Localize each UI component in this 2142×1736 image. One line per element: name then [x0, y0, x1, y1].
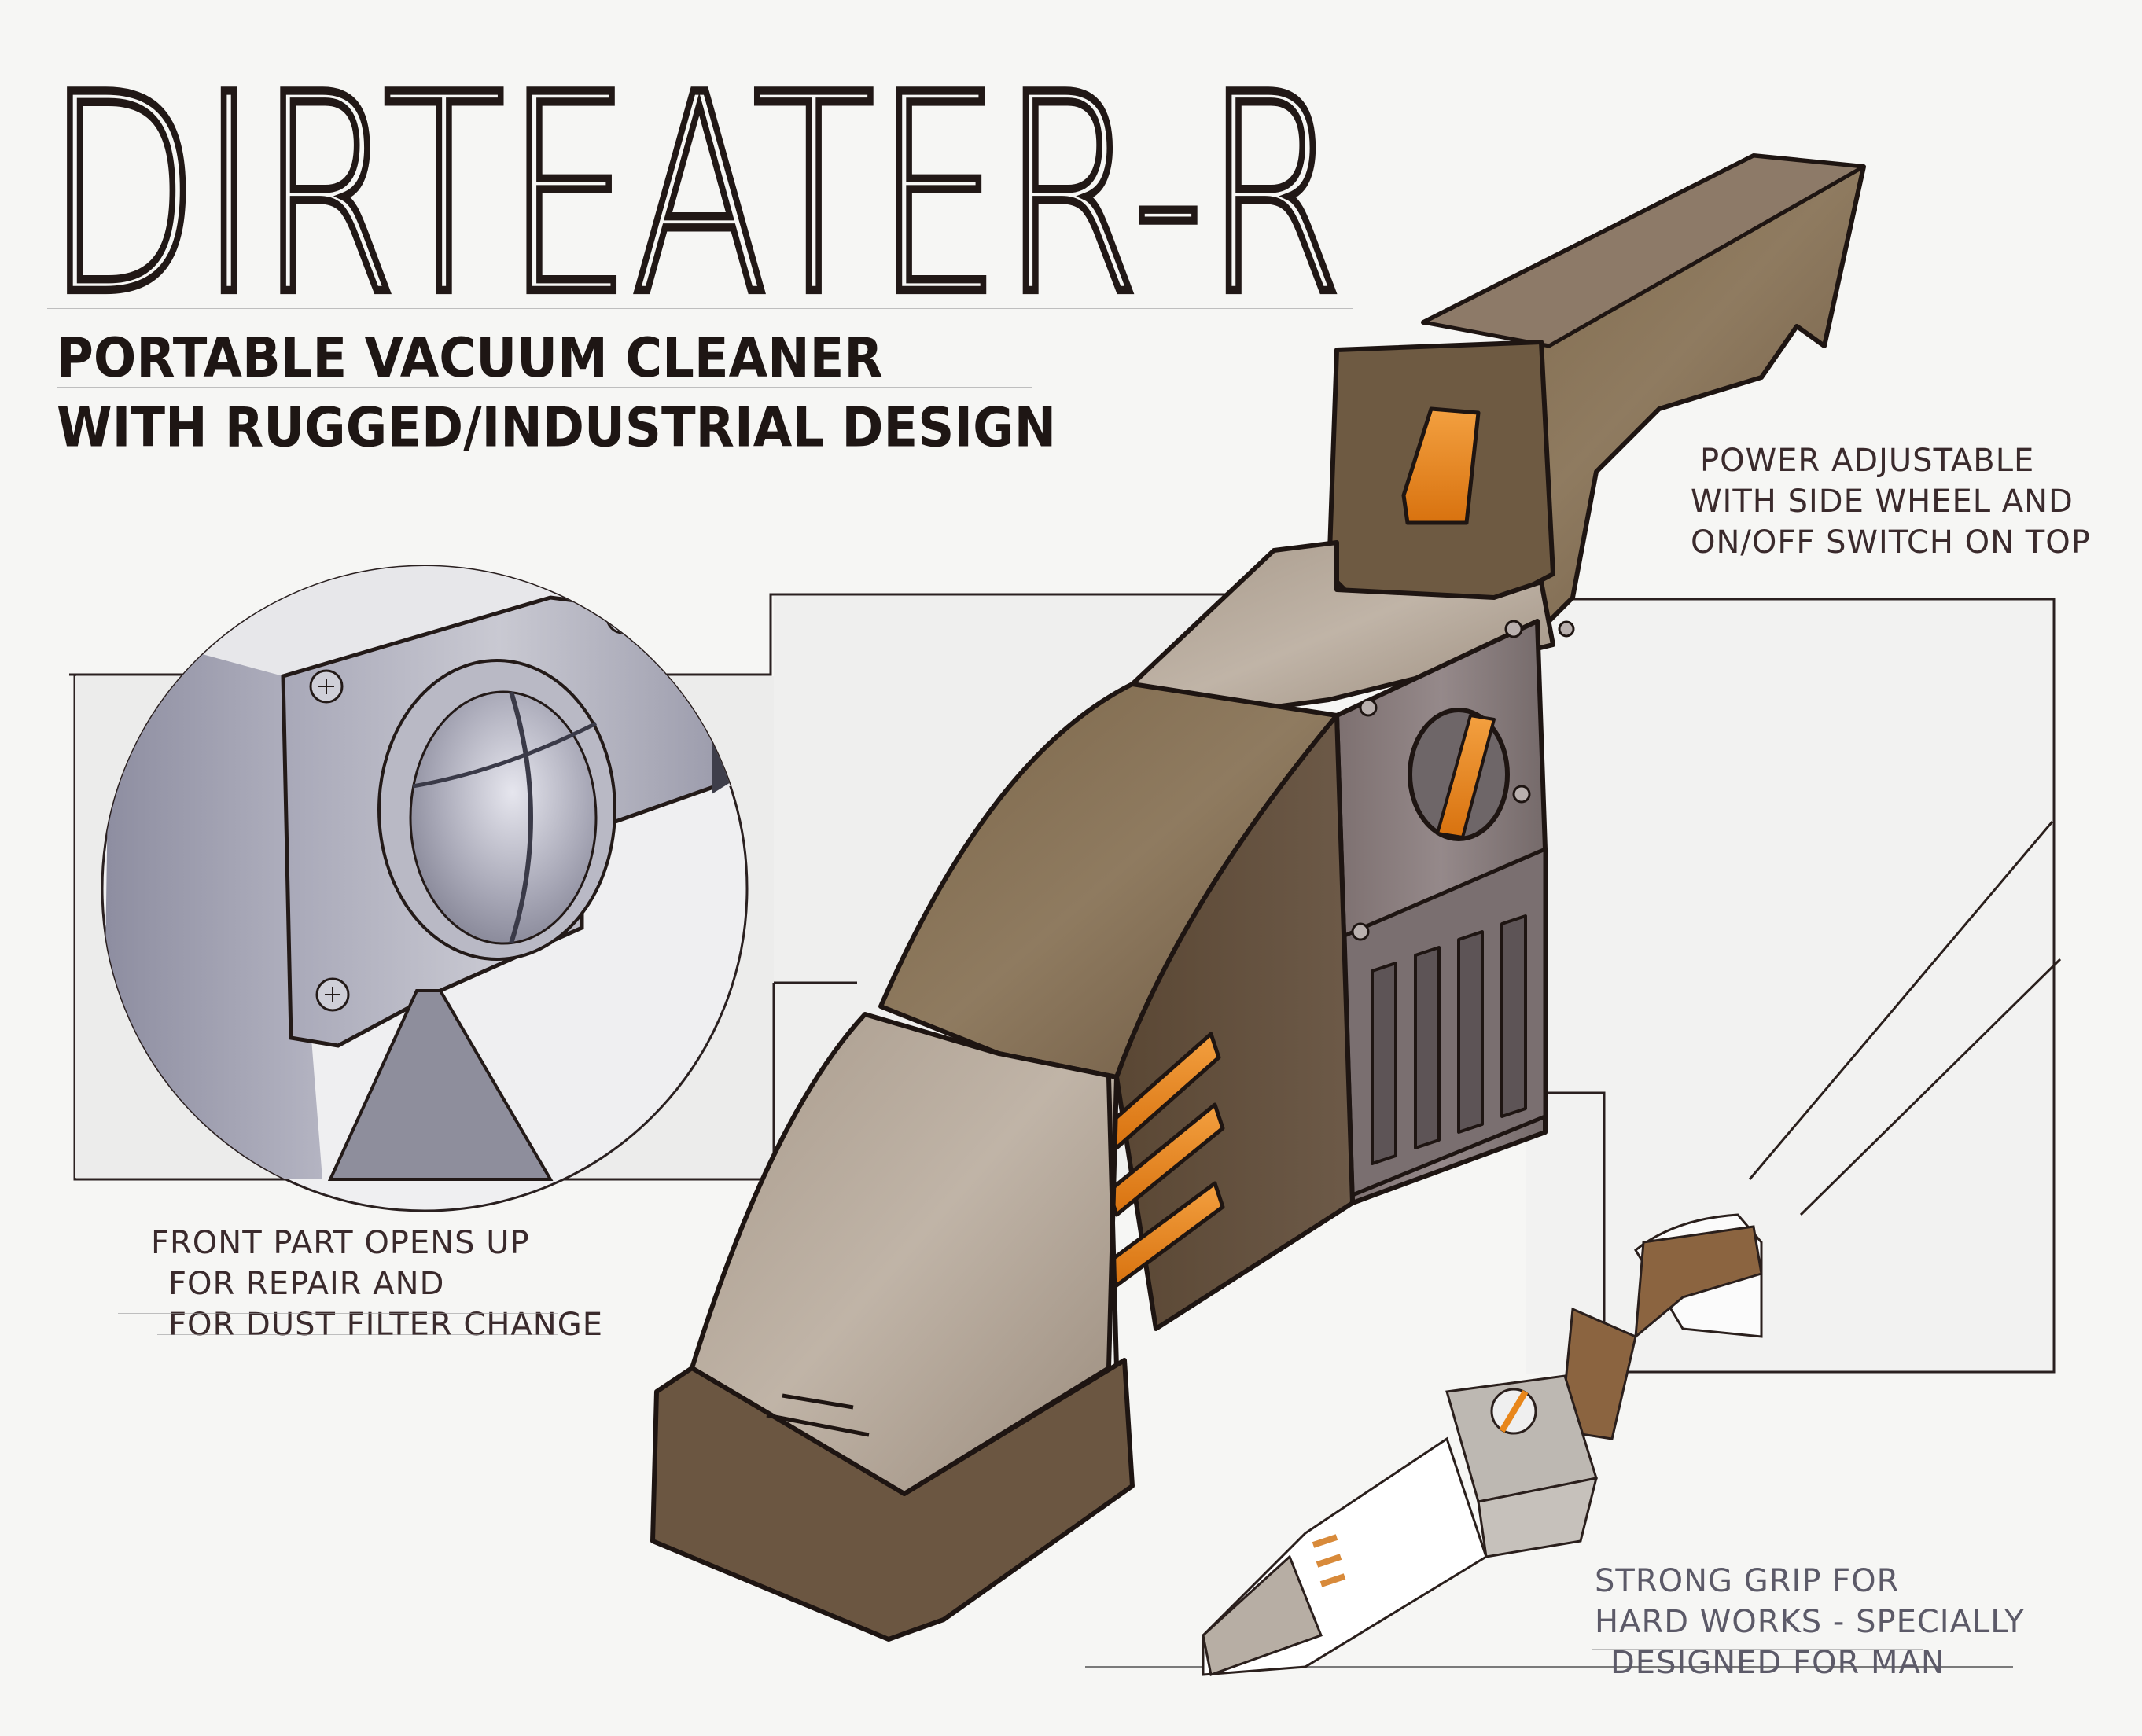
callout-front-line-1: FRONT PART OPENS UP [151, 1225, 530, 1261]
right-panel-outline [1526, 598, 2056, 1374]
side-louvers [1106, 1032, 1225, 1288]
callout-power-line-1: POWER ADJUSTABLE [1700, 443, 2035, 479]
subtitle-line-1: PORTABLE VACUUM CLEANER [57, 327, 883, 391]
callout-front-line-2: FOR REPAIR AND [168, 1266, 445, 1302]
callout-grip-line-1: STRONG GRIP FOR [1595, 1563, 1900, 1599]
callout-grip: STRONG GRIP FOR HARD WORKS - SPECIALLY D… [1595, 1561, 2025, 1683]
callout-power: POWER ADJUSTABLE WITH SIDE WHEEL AND ON/… [1691, 440, 2091, 563]
callout-grip-line-3: DESIGNED FOR MAN [1610, 1645, 1945, 1681]
callout-power-line-3: ON/OFF SWITCH ON TOP [1691, 524, 2091, 561]
hand-grip-sketch [1202, 821, 2062, 1676]
detail-filter-lens [409, 690, 598, 945]
vent-grille [1371, 914, 1527, 1165]
callout-front-line-3: FOR DUST FILTER CHANGE [168, 1307, 603, 1343]
subtitle-line-2: WITH RUGGED/INDUSTRIAL DESIGN [57, 396, 1057, 460]
product-subtitle: PORTABLE VACUUM CLEANER WITH RUGGED/INDU… [57, 324, 1056, 463]
side-panel [1114, 713, 1355, 1331]
callout-front: FRONT PART OPENS UP FOR REPAIR AND FOR D… [151, 1223, 603, 1345]
front-cover [690, 1012, 1119, 1496]
power-switch [1401, 406, 1481, 525]
callout-power-line-2: WITH SIDE WHEEL AND [1691, 484, 2074, 520]
detail-side-face [102, 629, 322, 1179]
title-text: DIRTEATER-R [46, 36, 1343, 330]
callout-grip-line-2: HARD WORKS - SPECIALLY [1595, 1604, 2025, 1640]
product-title: DIRTEATER-R [41, 24, 1351, 360]
screw-icon [1351, 620, 1575, 941]
